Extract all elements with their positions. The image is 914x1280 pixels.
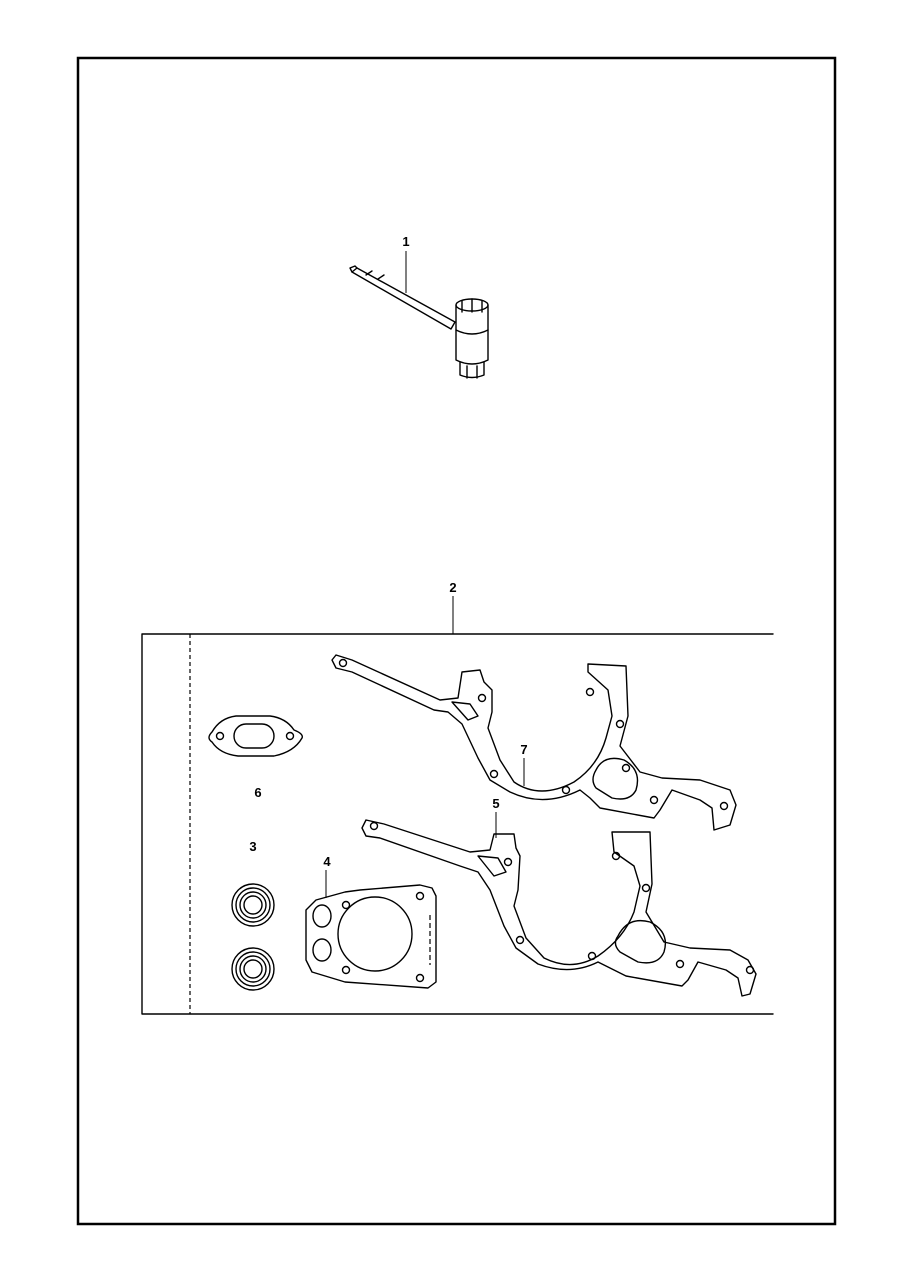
- part-label-7: 7: [520, 742, 527, 757]
- seal-ring-upper: [231, 883, 275, 927]
- part-label-2: 2: [449, 580, 456, 595]
- crankcase-gasket-upper: [331, 654, 737, 831]
- part-label-6: 6: [254, 785, 261, 800]
- flange-gasket: [208, 715, 304, 757]
- part-label-3: 3: [249, 839, 256, 854]
- part-label-1: 1: [402, 234, 409, 249]
- gasket-kit-box: [141, 596, 774, 1015]
- cylinder-gasket: [305, 870, 437, 989]
- part-label-4: 4: [323, 854, 331, 869]
- part-label-5: 5: [492, 796, 499, 811]
- page-frame: [76, 56, 837, 1226]
- crankcase-gasket-lower: [361, 812, 757, 997]
- socket-wrench-tool: [349, 251, 489, 379]
- seal-ring-lower: [231, 947, 275, 991]
